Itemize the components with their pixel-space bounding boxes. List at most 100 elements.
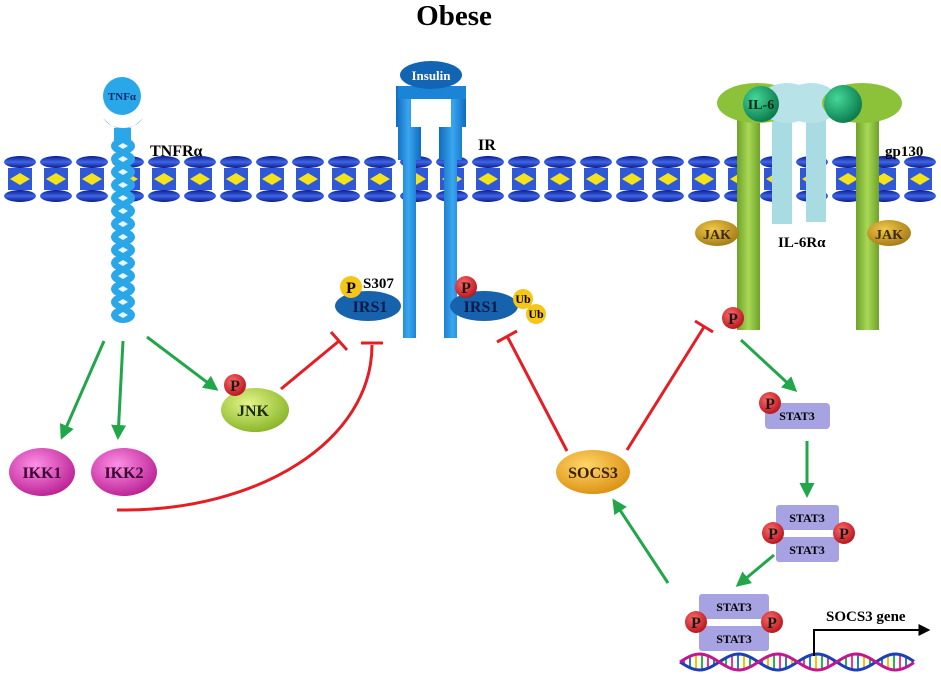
jak-left-label: JAK xyxy=(703,228,731,243)
insulin-ligand xyxy=(400,61,462,89)
ub-2 xyxy=(526,304,546,324)
membrane-segment xyxy=(904,156,936,202)
membrane-segment xyxy=(544,156,576,202)
stat3-monomer: STAT3 P xyxy=(759,392,830,429)
stat3-dimer-1-phospho-left xyxy=(762,522,784,544)
tnf-receptor: TNFα xyxy=(103,77,143,323)
ub-1-label: Ub xyxy=(515,292,531,306)
membrane-segment xyxy=(256,156,288,202)
jnk-phospho xyxy=(224,374,246,396)
jnk-label: JNK xyxy=(237,403,270,420)
arrow-tnfr-to-ikk2 xyxy=(111,340,127,440)
arrow-tnfr-to-jnk xyxy=(146,335,219,391)
stat3-label: STAT3 xyxy=(779,409,815,423)
ikk1 xyxy=(9,448,75,496)
stat3-dimer-2-phospho-left xyxy=(685,611,707,633)
stat3-dimer-1-bottom xyxy=(776,537,839,562)
stat3-phospho xyxy=(759,392,781,414)
stat3-dimer-2-phospho-left-label: P xyxy=(691,615,701,632)
jnk-phospho-label: P xyxy=(230,378,240,395)
stat3-dimer-1-bottom-label: STAT3 xyxy=(789,543,825,557)
membrane-segment xyxy=(580,156,612,202)
il6ra-left-column xyxy=(772,102,792,224)
inhibit-socs3-irs1-bar xyxy=(496,329,518,344)
irs1-right-label: IRS1 xyxy=(464,299,499,316)
inhibit-socs3-to-irs1 xyxy=(505,335,569,452)
inhibit-jnk-to-irs1 xyxy=(280,339,340,391)
gp130-label: gp130 xyxy=(885,144,923,160)
insulin-receptor: Insulin xyxy=(396,61,466,338)
inhibit-socs3-to-receptor xyxy=(625,326,706,451)
stat3-dimer-1: STAT3 STAT3 P P xyxy=(762,505,855,562)
ub-2-label: Ub xyxy=(528,307,544,321)
gp130-left-column xyxy=(737,100,760,330)
jak-right-label: JAK xyxy=(875,228,903,243)
transcription-start-arrow xyxy=(813,624,931,656)
diagram-title: Obese xyxy=(416,0,492,32)
ikk2 xyxy=(91,448,157,496)
ub-1 xyxy=(513,289,533,309)
membrane-segment xyxy=(148,156,180,202)
stat3-dimer-2-phospho-right-label: P xyxy=(767,615,777,632)
gp130-phospho xyxy=(722,307,744,329)
arrow-dna-to-socs3 xyxy=(612,498,670,584)
inhibit-socs3-receptor-bar xyxy=(694,319,714,334)
gp130-phospho-label: P xyxy=(728,311,738,328)
irs1-right xyxy=(450,291,518,321)
ir-left-chain xyxy=(396,86,421,338)
il6-label: IL-6 xyxy=(748,98,774,113)
tnfr-ligand-cup xyxy=(103,118,143,129)
stat3-dimer-1-phospho-left-label: P xyxy=(768,526,778,543)
tnf-ligand xyxy=(103,77,141,115)
activation-arrows xyxy=(59,335,815,587)
irs1-right-phospho-label: P xyxy=(461,280,471,297)
tnfr-chain xyxy=(111,128,135,323)
stat3-box xyxy=(765,403,830,429)
ir-alpha-bridge xyxy=(398,86,466,99)
stat3-phospho-label: P xyxy=(765,396,775,413)
stat3-dimer-1-phospho-right-label: P xyxy=(839,526,849,543)
ikk2-node: IKK2 xyxy=(91,448,157,496)
membrane-segment xyxy=(364,156,396,202)
irs1-left xyxy=(335,291,401,321)
membrane-segment xyxy=(328,156,360,202)
il6ra-right-cap xyxy=(783,83,839,123)
inhibit-jnk-bar xyxy=(329,331,349,351)
stat3-dimer-2-phospho-right xyxy=(761,611,783,633)
gp130-right-column xyxy=(856,100,879,330)
membrane-segment xyxy=(184,156,216,202)
jnk-node: JNK P xyxy=(221,374,289,432)
insulin-label: Insulin xyxy=(411,68,451,83)
jak-right xyxy=(867,220,911,246)
il6-ligand-right xyxy=(824,85,862,123)
jak-left xyxy=(695,220,739,246)
tnf-label: TNFα xyxy=(108,91,137,103)
ikk1-node: IKK1 xyxy=(9,448,75,496)
membrane-segment xyxy=(472,156,504,202)
membrane-segment xyxy=(616,156,648,202)
socs3-gene-label: SOCS3 gene xyxy=(826,609,906,625)
socs3 xyxy=(556,450,630,494)
membrane-segment xyxy=(4,156,36,202)
arrow-gp130-to-stat3 xyxy=(739,338,798,393)
socs3-node: SOCS3 xyxy=(556,450,630,494)
stat3-dimer-1-phospho-right xyxy=(833,522,855,544)
membrane-segment xyxy=(76,156,108,202)
irs1-s307-complex: IRS1 P S307 xyxy=(335,276,401,321)
ir-right-chain xyxy=(439,86,466,338)
ikk1-label: IKK1 xyxy=(22,465,61,482)
il6-ligand-left xyxy=(743,86,779,122)
arrow-dimer-to-dna xyxy=(735,553,775,587)
stat3-dimer-2-top-label: STAT3 xyxy=(716,600,752,614)
stat3-dimer-2-bottom xyxy=(699,626,769,651)
irs1-left-phospho xyxy=(340,276,362,298)
tnfr-label: TNFRα xyxy=(150,143,203,160)
inhibition-lines xyxy=(116,319,714,512)
membrane-segment xyxy=(508,156,540,202)
membrane-segment xyxy=(292,156,324,202)
arrow-tnfr-to-ikk1 xyxy=(59,340,106,440)
s307-label: S307 xyxy=(363,276,394,292)
stat3-dimer-2: STAT3 STAT3 P P xyxy=(685,594,783,651)
il6-receptor: IL-6 JAK JAK P xyxy=(695,83,911,330)
